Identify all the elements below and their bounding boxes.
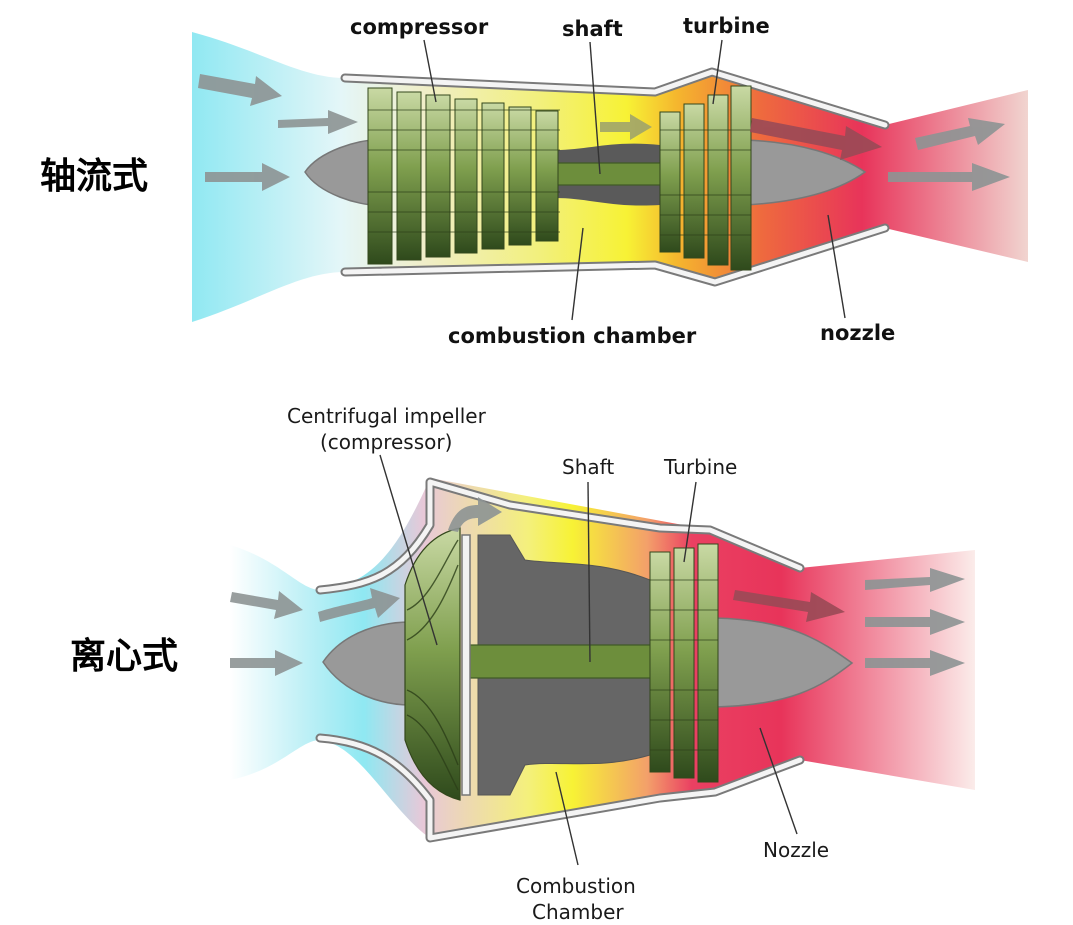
centrifugal-impeller-label-line1: Centrifugal impeller xyxy=(287,404,487,428)
axial-shaft xyxy=(554,162,666,186)
axial-compressor-stage-4 xyxy=(454,98,478,254)
centrifugal-turbine-stage-3 xyxy=(697,543,719,783)
centrifugal-exhaust-arrow-4 xyxy=(865,650,965,676)
axial-compressor-label: compressor xyxy=(350,15,489,39)
axial-shaft-leader xyxy=(589,41,601,175)
centrifugal-nozzle-leader xyxy=(759,727,798,835)
centrifugal-exhaust-arrow-3 xyxy=(865,609,965,635)
axial-engine: 轴流式 compressor shaft turbine combustion … xyxy=(40,14,1028,348)
axial-turbine-stage-3 xyxy=(707,94,729,266)
centrifugal-tail-cone xyxy=(714,617,854,708)
axial-turbine-leader xyxy=(712,39,723,105)
axial-turbine-label: turbine xyxy=(683,14,770,38)
axial-compressor-blades xyxy=(367,87,560,265)
axial-compressor-stage-7 xyxy=(535,110,559,242)
centrifugal-turbine-leader xyxy=(683,481,697,563)
centrifugal-turbine-stage-1 xyxy=(649,551,671,773)
centrifugal-combustion-leader xyxy=(555,771,579,866)
axial-exhaust-arrow-3 xyxy=(888,163,1010,191)
centrifugal-combustion-label-line2: Chamber xyxy=(532,900,624,924)
centrifugal-turbine-stage-2 xyxy=(673,547,695,779)
centrifugal-flow-arrows xyxy=(230,497,965,676)
axial-turbine-blades xyxy=(659,85,752,271)
axial-intake-arrow-3 xyxy=(205,163,290,191)
axial-compressor-stage-1 xyxy=(367,87,393,265)
axial-nozzle-leader xyxy=(827,214,846,319)
axial-compressor-leader xyxy=(423,39,437,103)
centrifugal-impeller-blades xyxy=(404,527,461,801)
axial-combustion-chamber-label: combustion chamber xyxy=(448,324,697,348)
centrifugal-diffuser-ring xyxy=(461,534,471,796)
centrifugal-exhaust-arrow-1 xyxy=(733,590,845,622)
centrifugal-impeller-outflow-arrow xyxy=(448,497,502,532)
centrifugal-impeller-leader xyxy=(379,454,438,646)
axial-combustion-leader xyxy=(571,227,584,321)
axial-turbine-stage-4 xyxy=(730,85,752,271)
centrifugal-turbine-blades xyxy=(649,543,719,783)
axial-flow-arrows xyxy=(198,74,1010,191)
centrifugal-shaft-label: Shaft xyxy=(562,455,614,479)
centrifugal-intake-arrow-2 xyxy=(318,588,400,622)
centrifugal-impeller-label-line2: (compressor) xyxy=(320,430,452,454)
axial-flow-arrow-combustion xyxy=(600,114,652,140)
centrifugal-shaft xyxy=(469,644,656,679)
centrifugal-intake-arrow-3 xyxy=(230,650,303,676)
centrifugal-shaft-leader xyxy=(587,481,591,663)
centrifugal-intake-arrow-1 xyxy=(230,591,303,619)
centrifugal-type-label: 离心式 xyxy=(70,636,178,677)
centrifugal-engine: 离心式 Centrifugal impeller (compressor) Sh… xyxy=(70,404,975,924)
axial-compressor-stage-5 xyxy=(481,102,505,250)
axial-tail-cone xyxy=(744,139,867,206)
axial-exhaust-arrow-2 xyxy=(915,118,1005,150)
axial-intake-arrow-1 xyxy=(198,74,282,106)
centrifugal-nozzle-label: Nozzle xyxy=(763,838,829,862)
axial-compressor-stage-6 xyxy=(508,106,532,246)
axial-turbine-stage-2 xyxy=(683,103,705,259)
axial-compressor-stage-3 xyxy=(425,94,451,258)
axial-shaft-label: shaft xyxy=(562,17,623,41)
centrifugal-exhaust-arrow-2 xyxy=(865,568,965,592)
axial-compressor-stage-2 xyxy=(396,91,422,261)
axial-type-label: 轴流式 xyxy=(40,156,148,197)
centrifugal-impeller xyxy=(404,527,471,801)
centrifugal-turbine-label: Turbine xyxy=(663,455,737,479)
axial-turbine-stage-1 xyxy=(659,111,681,253)
centrifugal-combustion-label-line1: Combustion xyxy=(516,874,636,898)
axial-exhaust-arrow-1 xyxy=(750,118,882,160)
axial-nozzle-label: nozzle xyxy=(820,321,895,345)
axial-intake-arrow-2 xyxy=(278,110,358,134)
